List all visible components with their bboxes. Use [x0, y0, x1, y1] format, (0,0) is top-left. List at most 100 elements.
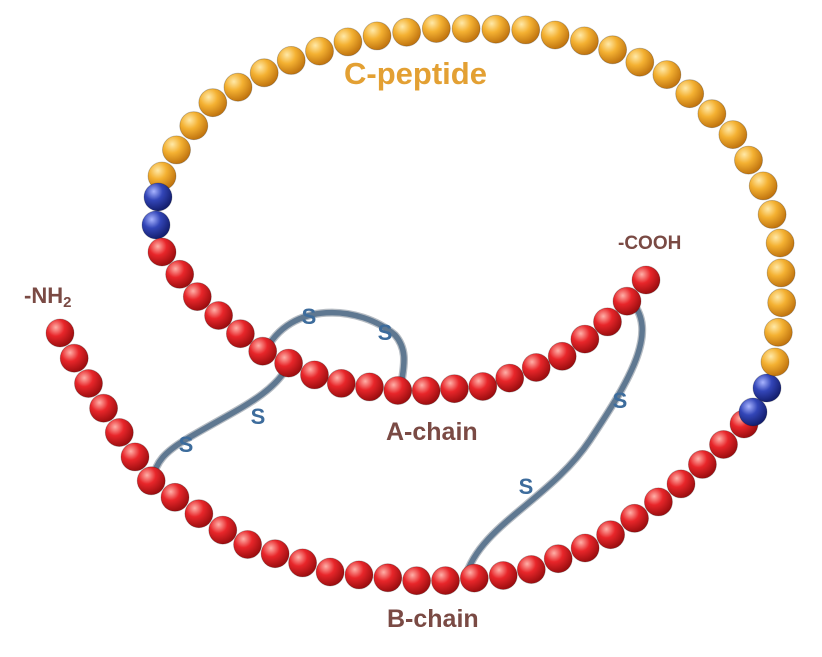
c-peptide-residue-5 [765, 228, 795, 258]
n-terminus-text: -NH [24, 283, 64, 308]
b-chain-residue-4 [89, 393, 118, 423]
b-chain-residue-6 [120, 442, 150, 472]
c-peptide-residue-7 [748, 171, 778, 201]
linker-residue-2 [141, 210, 171, 240]
b-chain-residue-7 [136, 466, 166, 496]
b-chain-residue-3 [74, 369, 103, 398]
c-peptide-residue-15 [570, 26, 599, 56]
c-peptide-label: C-peptide [344, 56, 487, 91]
b-chain-residue-1 [45, 318, 75, 348]
a-chain-residue-6 [248, 336, 278, 366]
linker-residue-1 [738, 397, 768, 427]
sulfur-label-5: S [613, 388, 628, 413]
b-chain-residue-26 [644, 487, 673, 517]
c-peptide-residue-19 [451, 14, 481, 44]
disulfide-bond-2 [150, 359, 293, 481]
a-chain-label: A-chain [386, 418, 478, 446]
b-chain-residue-8 [160, 482, 190, 512]
c-peptide-residue-8 [734, 145, 763, 175]
c-terminus-label: -COOH [618, 233, 682, 254]
a-chain-residue-21 [631, 265, 661, 295]
c-peptide-residue-1 [760, 347, 790, 377]
b-chain-residue-21 [516, 555, 546, 584]
a-chain-residue-9 [326, 368, 356, 398]
c-peptide-residue-6 [757, 199, 787, 229]
linker-residue-2 [752, 373, 782, 403]
b-chain-residue-28 [688, 449, 717, 479]
c-peptide-residue-21 [392, 17, 422, 47]
linker-residue-1 [143, 182, 173, 212]
c-peptide-residue-12 [652, 60, 682, 89]
a-chain-residue-15 [495, 363, 525, 393]
b-chain-residue-20 [488, 561, 518, 590]
c-peptide-residue-4 [766, 258, 796, 288]
disulfide-bond-1 [262, 309, 407, 391]
b-chain-residue-2 [59, 343, 89, 373]
c-peptide-residue-17 [511, 15, 541, 45]
c-peptide-residue-16 [540, 20, 570, 50]
b-chain-residue-16 [373, 563, 403, 593]
c-peptide-residue-25 [276, 46, 306, 75]
b-chain-residue-25 [620, 503, 649, 533]
c-peptide-residue-9 [718, 120, 748, 150]
c-peptide-residue-26 [249, 58, 279, 88]
b-chain-residue-12 [260, 539, 290, 569]
a-chain-residue-10 [355, 372, 384, 402]
a-chain-residue-16 [521, 353, 551, 382]
c-peptide-residue-27 [223, 72, 253, 102]
sulfur-label-6: S [519, 474, 534, 499]
b-chain-residue-14 [315, 557, 345, 587]
a-chain-residue-12 [411, 376, 441, 406]
b-chain-label: B-chain [387, 605, 479, 633]
c-peptide-residue-29 [179, 111, 209, 141]
c-peptide-residue-14 [598, 35, 627, 65]
c-peptide-residue-18 [481, 14, 511, 44]
c-peptide-residue-10 [697, 99, 727, 129]
a-chain-residue-20 [612, 286, 642, 316]
c-peptide-residue-20 [421, 14, 451, 43]
a-chain-residue-3 [182, 282, 212, 312]
a-chain-residue-11 [383, 376, 413, 405]
a-chain-residue-5 [225, 319, 255, 349]
c-peptide-residue-28 [198, 88, 228, 118]
c-peptide-residue-23 [333, 27, 363, 57]
b-chain-residue-27 [666, 469, 696, 499]
sulfur-label-2: S [378, 320, 393, 345]
b-chain-residue-23 [570, 533, 600, 563]
disulfide-bond-3 [462, 297, 645, 581]
b-chain-residue-11 [233, 530, 263, 559]
c-peptide-residue-22 [362, 21, 392, 51]
c-peptide-residue-30 [162, 135, 191, 165]
a-chain-residue-18 [570, 324, 600, 354]
b-chain-residue-10 [208, 515, 238, 545]
b-chain-residue-9 [184, 499, 214, 529]
b-chain-residue-18 [431, 566, 460, 595]
a-chain-residue-19 [593, 307, 622, 337]
sulfur-label-1: S [302, 304, 317, 329]
b-chain-residue-5 [104, 418, 134, 447]
c-peptide-residue-2 [763, 317, 793, 347]
c-peptide-residue-3 [767, 288, 797, 318]
c-peptide-residue-24 [305, 36, 334, 66]
sulfur-label-4: S [179, 432, 194, 457]
a-chain-residue-14 [468, 372, 498, 401]
b-chain-residue-15 [344, 560, 374, 590]
b-chain-residue-17 [402, 566, 432, 596]
n-terminus-subscript: 2 [63, 294, 72, 311]
b-chain-residue-19 [459, 563, 489, 593]
b-chain-residue-24 [596, 520, 625, 550]
disulfide-bonds-layer [149, 296, 647, 582]
a-chain-residue-4 [204, 301, 234, 330]
c-peptide-residue-11 [675, 79, 705, 109]
c-peptide-residue-13 [625, 47, 655, 77]
sulfur-label-3: S [251, 404, 266, 429]
sulfur-labels-layer: S S S S S S [179, 304, 628, 499]
residues-layer [45, 14, 797, 596]
b-chain-residue-29 [709, 430, 738, 459]
a-chain-residue-7 [274, 348, 304, 378]
b-chain-residue-22 [543, 544, 573, 574]
a-chain-residue-13 [439, 374, 469, 404]
b-chain-residue-13 [288, 548, 318, 578]
